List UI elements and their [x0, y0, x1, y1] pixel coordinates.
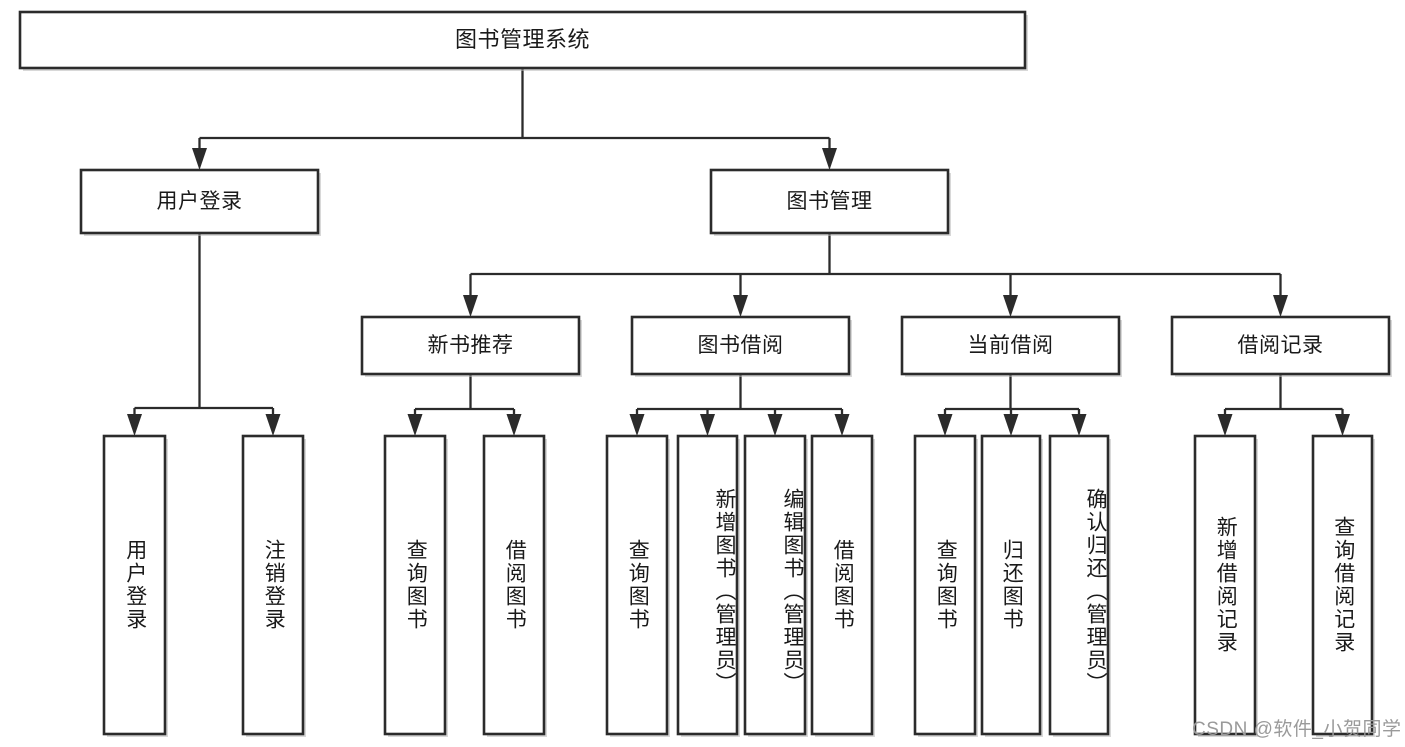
edge-arrowhead: [733, 295, 748, 317]
node-box-leaf_23[interactable]: [810, 434, 874, 736]
edge-arrowhead: [834, 414, 850, 436]
edge-arrowhead: [1071, 414, 1087, 436]
node-box-leaf_31[interactable]: [980, 434, 1042, 736]
edge-arrowhead: [407, 414, 423, 436]
node-box-l2_0[interactable]: [360, 315, 581, 376]
edge-arrowhead: [1335, 414, 1350, 436]
node-box-leaf_30[interactable]: [913, 434, 977, 736]
node-box-l2_3[interactable]: [1170, 315, 1391, 376]
node-box-leaf_01[interactable]: [241, 434, 305, 736]
edge-arrowhead: [937, 414, 953, 436]
edges-layer: [127, 68, 1350, 436]
edge-arrowhead: [1217, 414, 1233, 436]
node-box-leaf_20[interactable]: [605, 434, 669, 736]
edge-arrowhead: [1273, 295, 1288, 317]
edge-arrowhead: [1003, 414, 1019, 436]
edge-arrowhead: [822, 148, 837, 170]
edge-arrowhead: [127, 414, 142, 436]
edge-arrowhead: [700, 414, 715, 436]
node-box-leaf_41[interactable]: [1311, 434, 1374, 736]
node-box-l1_1[interactable]: [709, 168, 950, 235]
node-box-l1_0[interactable]: [79, 168, 320, 235]
node-box-leaf_11[interactable]: [482, 434, 546, 736]
node-box-root[interactable]: [18, 10, 1027, 70]
edge-arrowhead: [1003, 295, 1018, 317]
node-box-leaf_00[interactable]: [102, 434, 167, 736]
node-box-leaf_40[interactable]: [1193, 434, 1257, 736]
node-box-l2_2[interactable]: [900, 315, 1121, 376]
node-box-leaf_21[interactable]: [676, 434, 739, 736]
node-box-leaf_10[interactable]: [383, 434, 447, 736]
node-box-leaf_22[interactable]: [743, 434, 807, 736]
node-box-leaf_32[interactable]: [1048, 434, 1110, 736]
edge-arrowhead: [506, 414, 522, 436]
node-box-l2_1[interactable]: [630, 315, 851, 376]
edge-arrowhead: [463, 295, 478, 317]
edge-arrowhead: [767, 414, 783, 436]
watermark-text: CSDN @软件_小贺同学: [1192, 719, 1402, 740]
edge-arrowhead: [629, 414, 645, 436]
edge-arrowhead: [265, 414, 281, 436]
edge-arrowhead: [192, 148, 207, 170]
boxes-layer: [18, 10, 1392, 737]
